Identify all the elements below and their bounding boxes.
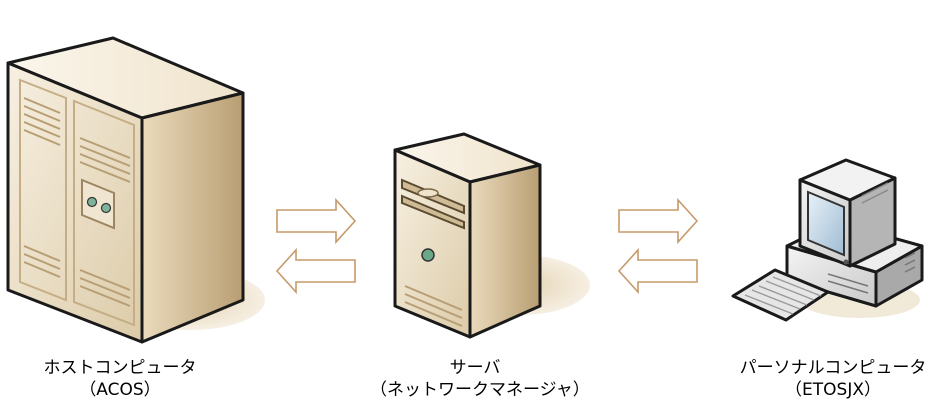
personal-computer-name: パーソナルコンピュータ <box>739 358 927 378</box>
host-computer-icon <box>6 36 265 344</box>
personal-computer-label: パーソナルコンピュータ （ETOSJX） <box>722 357 944 401</box>
personal-computer-subtitle: （ETOSJX） <box>785 380 881 400</box>
server-icon <box>393 132 590 339</box>
host-computer-name: ホストコンピュータ <box>43 358 197 378</box>
host-computer-label: ホストコンピュータ （ACOS） <box>20 357 220 401</box>
arrow-pc-to-server <box>617 247 698 295</box>
arrow-server-to-host <box>275 247 356 295</box>
personal-computer-icon <box>731 158 924 322</box>
server-subtitle: （ネットワークマネージャ） <box>370 380 590 400</box>
arrow-server-to-pc <box>618 197 699 245</box>
server-label: サーバ （ネットワークマネージャ） <box>370 357 590 401</box>
arrow-host-to-server <box>276 197 357 245</box>
server-name: サーバ <box>449 358 501 378</box>
host-computer-subtitle: （ACOS） <box>79 380 161 400</box>
